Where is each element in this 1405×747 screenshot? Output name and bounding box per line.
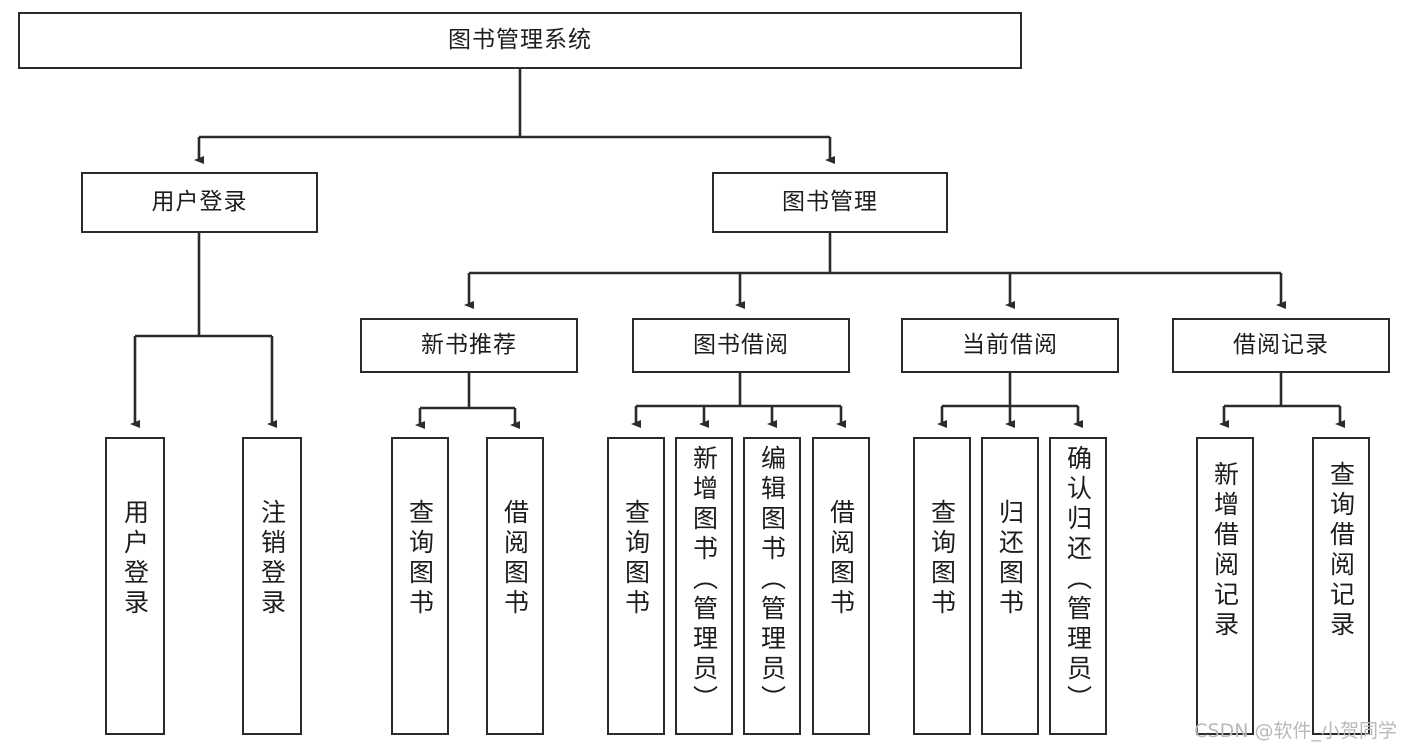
node-leaf-logout[interactable]: 注销登录 — [242, 437, 302, 735]
node-book-borrow-label: 图书借阅 — [693, 332, 789, 359]
node-leaf-add-book-label: 新增图书（管理员） — [689, 445, 719, 715]
node-leaf-query-book-3-label: 查询图书 — [927, 499, 957, 619]
node-leaf-borrow-book-1-label: 借阅图书 — [500, 499, 530, 619]
node-user-login-label: 用户登录 — [151, 189, 248, 216]
node-book-borrow[interactable]: 图书借阅 — [632, 318, 850, 373]
node-leaf-logout-label: 注销登录 — [257, 499, 287, 619]
node-leaf-add-record[interactable]: 新增借阅记录 — [1196, 437, 1254, 735]
node-new-book-rec[interactable]: 新书推荐 — [360, 318, 578, 373]
node-leaf-borrow-book-1[interactable]: 借阅图书 — [486, 437, 544, 735]
node-leaf-query-book-3[interactable]: 查询图书 — [913, 437, 971, 735]
node-leaf-borrow-book-2-label: 借阅图书 — [826, 499, 856, 619]
node-borrow-record[interactable]: 借阅记录 — [1172, 318, 1390, 373]
node-current-borrow-label: 当前借阅 — [962, 332, 1058, 359]
node-leaf-user-login-label: 用户登录 — [120, 499, 150, 619]
node-leaf-query-book-1[interactable]: 查询图书 — [391, 437, 449, 735]
node-leaf-query-record-label: 查询借阅记录 — [1326, 461, 1356, 641]
node-borrow-record-label: 借阅记录 — [1233, 332, 1329, 359]
node-leaf-add-book[interactable]: 新增图书（管理员） — [675, 437, 733, 735]
node-leaf-return-book-label: 归还图书 — [995, 499, 1025, 619]
node-new-book-rec-label: 新书推荐 — [421, 332, 517, 359]
node-leaf-edit-book-label: 编辑图书（管理员） — [757, 445, 787, 715]
node-leaf-query-record[interactable]: 查询借阅记录 — [1312, 437, 1370, 735]
node-book-manage-label: 图书管理 — [782, 189, 878, 216]
node-root[interactable]: 图书管理系统 — [18, 12, 1022, 69]
node-user-login[interactable]: 用户登录 — [81, 172, 318, 233]
node-leaf-add-record-label: 新增借阅记录 — [1210, 461, 1240, 641]
node-leaf-user-login[interactable]: 用户登录 — [105, 437, 165, 735]
node-leaf-borrow-book-2[interactable]: 借阅图书 — [812, 437, 870, 735]
node-current-borrow[interactable]: 当前借阅 — [901, 318, 1119, 373]
node-leaf-edit-book[interactable]: 编辑图书（管理员） — [743, 437, 801, 735]
node-root-label: 图书管理系统 — [448, 27, 592, 54]
node-leaf-confirm-return-label: 确认归还（管理员） — [1063, 445, 1093, 715]
node-leaf-confirm-return[interactable]: 确认归还（管理员） — [1049, 437, 1107, 735]
node-book-manage[interactable]: 图书管理 — [712, 172, 948, 233]
node-leaf-query-book-1-label: 查询图书 — [405, 499, 435, 619]
csdn-watermark: CSDN @软件_小贺同学 — [1194, 720, 1397, 742]
node-leaf-query-book-2[interactable]: 查询图书 — [607, 437, 665, 735]
node-leaf-return-book[interactable]: 归还图书 — [981, 437, 1039, 735]
node-leaf-query-book-2-label: 查询图书 — [621, 499, 651, 619]
